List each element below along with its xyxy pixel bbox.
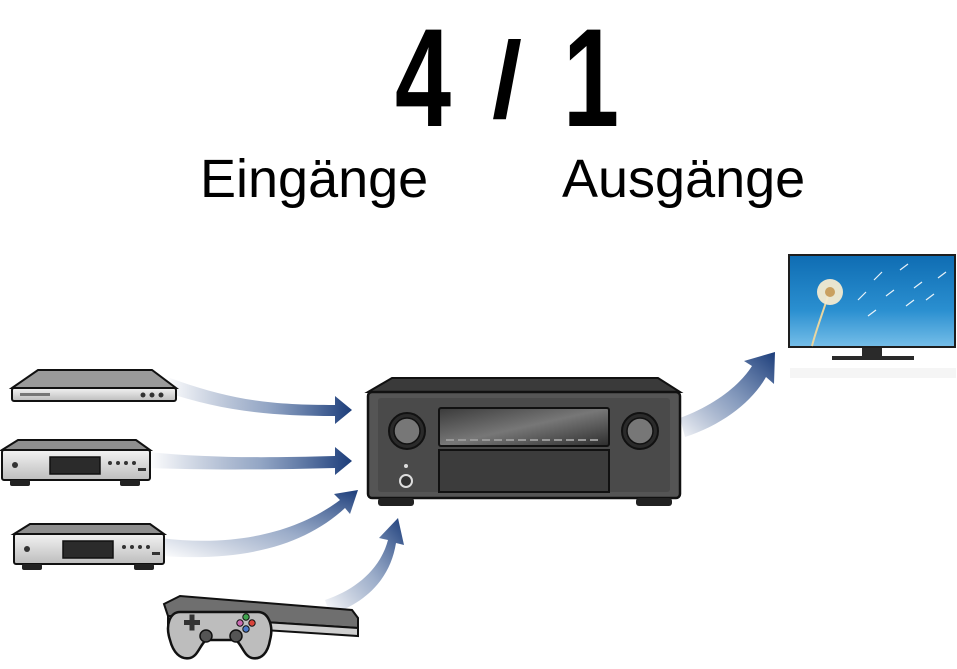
arrow-from-source-4: [325, 518, 404, 615]
count-separator: /: [492, 19, 523, 140]
arrow-from-source-1: [165, 378, 352, 424]
dandelion-image: [811, 263, 947, 347]
source-disc-player-2: [10, 523, 168, 570]
input-count: 4: [395, 0, 452, 156]
av-receiver: [364, 377, 684, 506]
headphone-jack-icon: [399, 474, 413, 488]
source-disc-player-1: [0, 439, 154, 486]
input-knob-icon: [621, 412, 659, 450]
arrow-from-source-3: [160, 490, 358, 558]
source-blu-ray-player: [8, 369, 179, 402]
volume-knob-icon: [388, 412, 426, 450]
gamepad-icon: [166, 610, 273, 660]
output-count: 1: [563, 0, 620, 156]
arrow-from-source-2: [148, 447, 352, 475]
outputs-label: Ausgänge: [562, 149, 806, 209]
arrow-to-tv: [680, 352, 775, 437]
source-game-console: [162, 594, 359, 660]
tv-monitor: [788, 254, 956, 378]
inputs-label: Eingänge: [200, 149, 429, 209]
